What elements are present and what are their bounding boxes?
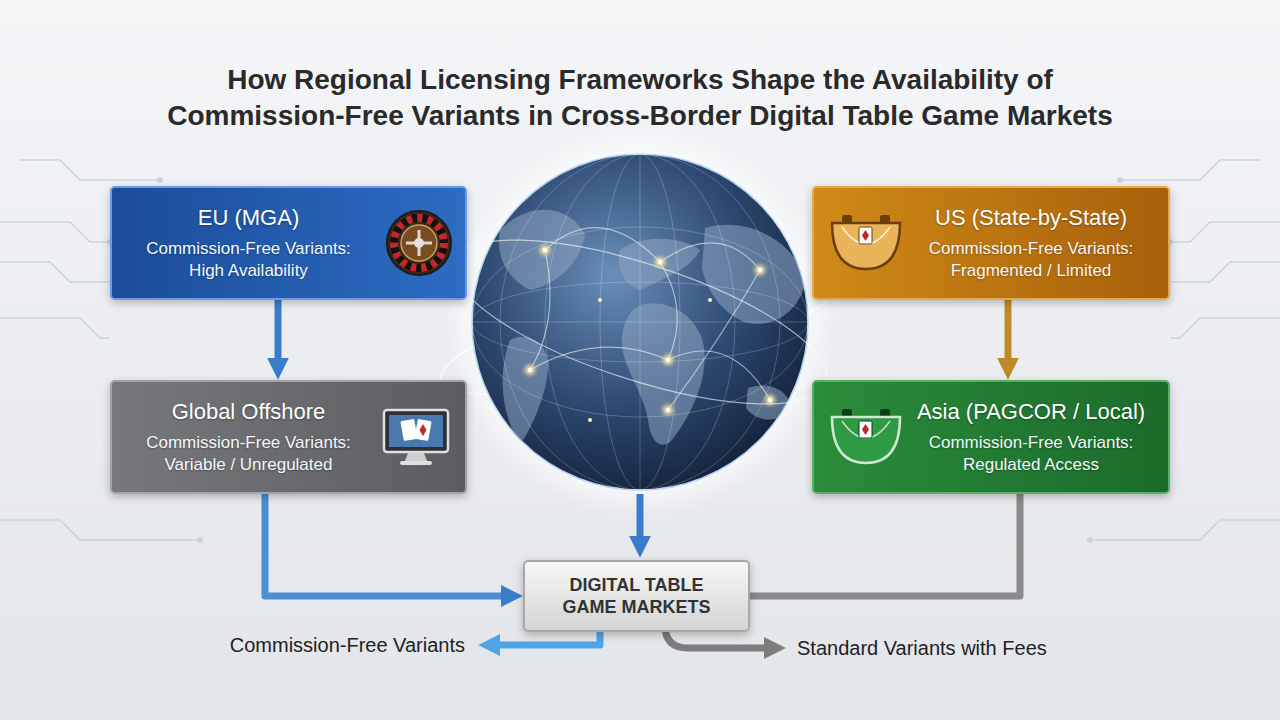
card-table-icon: [828, 407, 904, 467]
monitor-icon: [380, 406, 452, 468]
output-label: Standard Variants with Fees: [797, 635, 1177, 661]
card-suit: [420, 424, 427, 436]
globe-illustration: [431, 126, 849, 518]
region-body: Commission-Free Variants: Fragmented / L…: [914, 238, 1148, 282]
continent: [702, 225, 806, 324]
flow-connector: [265, 494, 503, 596]
dot: [666, 358, 670, 362]
network-arc: [530, 347, 668, 370]
wheel-center: [401, 225, 437, 261]
table-top: [832, 417, 900, 463]
market-label: DIGITAL TABLE GAME MARKETS: [549, 574, 724, 618]
region-box: Global OffshoreCommission-Free Variants:…: [110, 380, 467, 494]
roulette-icon: [384, 208, 454, 278]
glow-dot: [663, 355, 673, 365]
network-arc: [668, 351, 770, 400]
network-nodes: [525, 245, 775, 422]
circuit-line: [0, 318, 110, 338]
orbit-ring: [436, 206, 845, 437]
dot: [758, 268, 762, 272]
wheel-rim: [387, 211, 451, 275]
monitor-frame: [384, 410, 448, 452]
wheel-pockets: [394, 218, 444, 268]
region-body: Commission-Free Variants: High Availabil…: [132, 238, 365, 282]
network-arcs: [530, 228, 770, 410]
network-arc: [530, 250, 550, 370]
region-box: EU (MGA) Commission-Free Variants: High A…: [110, 186, 467, 300]
glow-dot: [755, 265, 765, 275]
circuit-line: [0, 520, 200, 540]
region-box: Asia (PAGCOR / Local) Commission-Free Var…: [812, 380, 1170, 494]
network-arc: [668, 270, 760, 410]
circuit-line: [0, 222, 110, 242]
playing-card: [414, 419, 431, 441]
flow-connector: [275, 300, 282, 360]
region-heading: US (State-by-State): [935, 204, 1127, 232]
region-heading: Global Offshore: [172, 398, 326, 426]
region-heading: Asia (PAGCOR / Local): [917, 398, 1145, 426]
table-line: [842, 421, 890, 438]
output-label: Commission-Free Variants: [120, 632, 465, 658]
circuit-line: [0, 262, 110, 282]
dot: [666, 408, 670, 412]
market-box: DIGITAL TABLE GAME MARKETS: [523, 560, 750, 632]
circuit-line: [1170, 222, 1280, 242]
region-box: US (State-by-State) Commission-Free Varia…: [812, 186, 1170, 300]
dot: [658, 260, 662, 264]
glow-dot: [663, 405, 673, 415]
card-suit: [862, 230, 869, 241]
circuit-dot: [197, 537, 203, 543]
glow-dot: [525, 365, 535, 375]
region-heading: EU (MGA): [198, 204, 299, 232]
circuit-dot: [157, 177, 163, 183]
circuit-line: [20, 160, 160, 180]
wheel-pockets: [394, 218, 444, 268]
card-suit: [862, 424, 869, 435]
circuit-dot: [1087, 537, 1093, 543]
table-line: [842, 227, 890, 244]
continent: [622, 303, 705, 445]
network-arc: [545, 228, 660, 262]
circuit-line: [1170, 318, 1280, 338]
monitor-screen: [389, 415, 443, 447]
monitor-stand: [405, 453, 427, 461]
glow-dot: [655, 257, 665, 267]
dot: [528, 368, 532, 372]
monitor-base: [400, 461, 432, 465]
globe-grid: [472, 154, 808, 490]
playing-card: [859, 421, 872, 438]
circuit-line: [1170, 262, 1280, 282]
globe-arrow: [637, 494, 644, 538]
diagram-title: How Regional Licensing Frameworks Shape …: [50, 62, 1230, 134]
dot: [708, 298, 712, 302]
dot: [768, 398, 772, 402]
circuit-dot: [1117, 177, 1123, 183]
table-top: [832, 223, 900, 269]
dot: [598, 298, 602, 302]
circuit-line: [1090, 520, 1280, 540]
continent: [499, 210, 585, 290]
dot: [543, 248, 547, 252]
dot: [588, 418, 592, 422]
globe-surface: [472, 154, 808, 490]
region-body: Commission-Free Variants: Variable / Unr…: [132, 432, 365, 476]
circuit-line: [1120, 160, 1260, 180]
flow-connector: [750, 494, 1020, 596]
globe-glow: [444, 126, 836, 518]
flow-connector: [1005, 300, 1012, 360]
playing-card: [859, 227, 872, 244]
region-body: Commission-Free Variants: Regulated Acce…: [914, 432, 1148, 476]
glow-dot: [540, 245, 550, 255]
wheel-hub: [414, 238, 424, 248]
globe-sphere: [472, 154, 808, 490]
grid-line: [472, 322, 808, 323]
network-arc: [660, 262, 677, 360]
network-arc: [660, 243, 760, 270]
card-table-icon: [828, 213, 904, 273]
wheel-spindle: [406, 230, 432, 256]
